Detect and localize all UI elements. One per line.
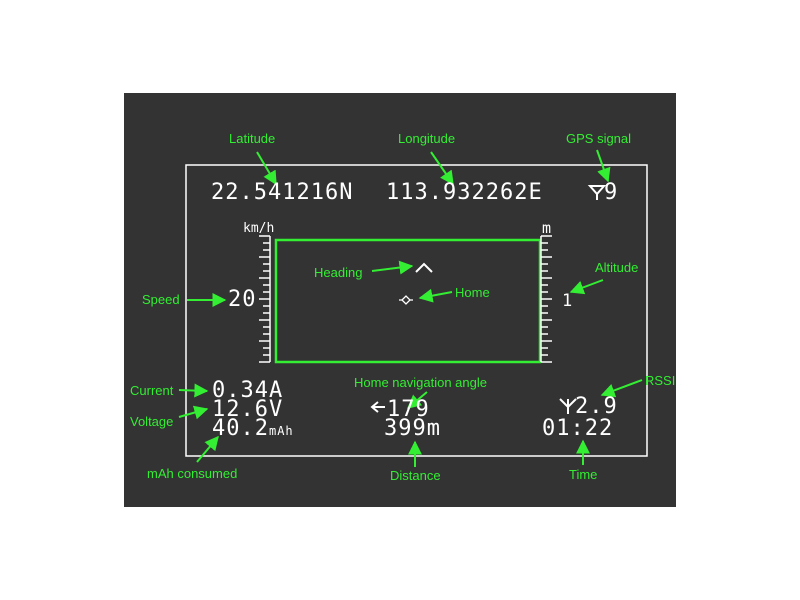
rssi-readout: 2.9 bbox=[575, 394, 618, 419]
mah-readout: 40.2mAh bbox=[212, 418, 294, 442]
latitude-readout: 22.541216N bbox=[211, 180, 354, 205]
home-nav-angle-callout: Home navigation angle bbox=[354, 375, 487, 390]
speed-readout: 20 bbox=[228, 287, 257, 312]
latitude-callout-arrow bbox=[256, 151, 277, 186]
distance-callout: Distance bbox=[390, 468, 441, 483]
altitude-ladder bbox=[540, 235, 552, 363]
mah-value: 40.2 bbox=[212, 416, 269, 441]
home-callout: Home bbox=[455, 285, 490, 300]
mah-consumed-callout: mAh consumed bbox=[147, 466, 238, 481]
home-nav-angle-callout-arrow bbox=[406, 391, 428, 409]
altitude-callout: Altitude bbox=[595, 260, 639, 275]
altitude-unit-label: m bbox=[542, 219, 552, 237]
altitude-callout-arrow bbox=[569, 279, 604, 295]
voltage-readout: 12.6V bbox=[212, 397, 284, 422]
home-direction-arrow-icon bbox=[370, 401, 385, 413]
longitude-callout: Longitude bbox=[398, 131, 456, 146]
distance-readout: 399m bbox=[384, 416, 441, 441]
current-callout-arrow bbox=[178, 383, 209, 398]
heading-callout: Heading bbox=[314, 265, 363, 280]
speed-unit-label: km/h bbox=[243, 221, 275, 236]
speed-ladder bbox=[259, 235, 271, 363]
osd-frame bbox=[185, 164, 648, 457]
horizon-box bbox=[274, 238, 542, 364]
time-readout: 01:22 bbox=[542, 416, 614, 441]
rssi-callout: RSSI bbox=[645, 373, 676, 388]
gps-signal-callout: GPS signal bbox=[566, 131, 632, 146]
rssi-callout-arrow bbox=[600, 379, 643, 398]
home-angle-readout: 179 bbox=[387, 397, 430, 422]
mah-callout-arrow bbox=[196, 435, 219, 463]
heading-callout-arrow bbox=[371, 260, 414, 275]
speed-callout: Speed bbox=[142, 292, 180, 307]
gps-satellite-icon bbox=[587, 185, 607, 200]
current-callout: Current bbox=[130, 383, 174, 398]
longitude-callout-arrow bbox=[430, 151, 454, 186]
altitude-readout: 1 bbox=[562, 291, 574, 311]
home-callout-arrow bbox=[418, 288, 453, 303]
gps-satellite-count: 9 bbox=[604, 180, 619, 205]
rssi-antenna-icon bbox=[559, 398, 577, 414]
latitude-callout: Latitude bbox=[229, 131, 276, 146]
home-marker-icon bbox=[399, 295, 413, 305]
time-callout: Time bbox=[569, 467, 598, 482]
longitude-readout: 113.932262E bbox=[386, 180, 543, 205]
voltage-callout: Voltage bbox=[130, 414, 174, 429]
voltage-callout-arrow bbox=[178, 405, 209, 420]
gps-signal-callout-arrow bbox=[596, 149, 611, 183]
heading-caret-icon bbox=[415, 262, 433, 273]
current-readout: 0.34A bbox=[212, 378, 284, 403]
mah-unit: mAh bbox=[268, 424, 294, 438]
